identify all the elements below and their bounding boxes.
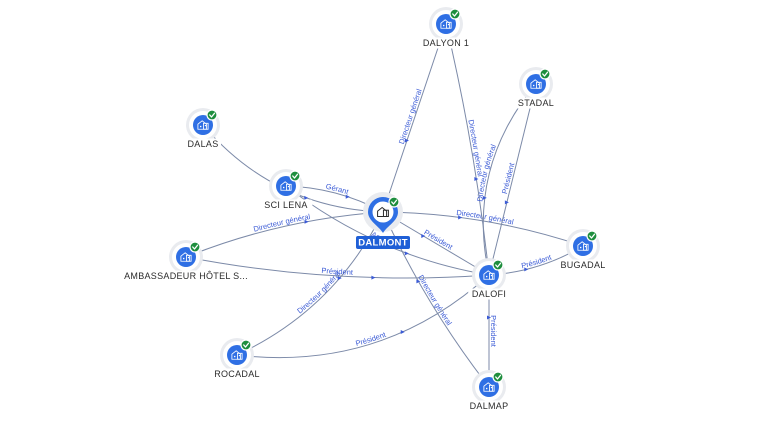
edge-dalofi-ambassadeur bbox=[185, 256, 490, 279]
edge-label: Président bbox=[422, 228, 455, 252]
edge-label-guide bbox=[446, 24, 489, 275]
verified-check-icon bbox=[539, 68, 551, 80]
edge-arrow bbox=[416, 279, 421, 284]
edge-label-text: Président bbox=[520, 252, 553, 270]
verified-check-icon bbox=[449, 8, 461, 20]
building-icon bbox=[377, 206, 389, 217]
node-label-bg bbox=[120, 270, 252, 282]
edge-arrow bbox=[474, 177, 479, 182]
edge-arrow bbox=[404, 251, 409, 256]
edge-arrow bbox=[400, 329, 405, 334]
edge-label: Directeur général bbox=[397, 88, 424, 146]
node-label: STADAL bbox=[518, 98, 554, 108]
nodes-layer: DALYON 1 STADAL DALAS SCI LENA AMBASSADEUR H… bbox=[120, 7, 607, 412]
edge-dalmont-bugadal bbox=[382, 211, 584, 247]
building-icon bbox=[231, 350, 243, 360]
edge-dalofi-dalyon1 bbox=[445, 23, 490, 276]
node-scilena[interactable]: SCI LENA bbox=[259, 169, 313, 211]
building-icon bbox=[577, 241, 589, 251]
edge-label-text: Directeur général bbox=[397, 88, 424, 146]
building-icon bbox=[530, 79, 542, 89]
edge-label-text: Président bbox=[422, 228, 455, 252]
node-label-bg bbox=[185, 138, 221, 150]
building-icon bbox=[197, 120, 209, 130]
node-label: DALMAP bbox=[470, 401, 509, 411]
node-label-bg bbox=[419, 37, 473, 49]
edge-dalofi-stadal bbox=[488, 83, 537, 276]
edge-arrow bbox=[304, 219, 309, 224]
center-label-bg bbox=[356, 236, 410, 249]
edge-label: Président bbox=[355, 330, 388, 348]
node-label: ROCADAL bbox=[214, 369, 260, 379]
node-label: DALAS bbox=[187, 139, 218, 149]
edge-dalofi-rocadal bbox=[236, 274, 490, 359]
node-label-bg bbox=[468, 288, 510, 300]
building-icon bbox=[483, 270, 495, 280]
building-icon bbox=[440, 19, 452, 29]
node-label: DALOFI bbox=[472, 289, 506, 299]
edge-label-text: Président bbox=[489, 315, 498, 348]
edge-arrow bbox=[421, 233, 426, 238]
edge-arrow bbox=[404, 138, 409, 143]
edge-label: Directeur général bbox=[416, 273, 454, 327]
edge-label: Président bbox=[489, 315, 498, 348]
edge-arrow bbox=[487, 315, 491, 320]
node-bugadal[interactable]: BUGADAL bbox=[559, 229, 607, 271]
node-label-bg bbox=[559, 259, 607, 271]
node-label: SCI LENA bbox=[264, 200, 307, 210]
node-label-bg bbox=[259, 199, 313, 211]
edge-arrow bbox=[371, 275, 376, 280]
edge-label-text: Directeur général bbox=[416, 273, 454, 327]
node-dalofi[interactable]: DALOFI bbox=[468, 258, 510, 300]
building-icon bbox=[280, 181, 292, 191]
node-dalas[interactable]: DALAS bbox=[185, 108, 221, 150]
edge-label-text: Président bbox=[321, 266, 354, 277]
node-dalmont[interactable]: DALMONT bbox=[356, 192, 410, 249]
edge-label: Directeur général bbox=[456, 208, 515, 227]
node-stadal[interactable]: STADAL bbox=[515, 67, 557, 109]
edge-arrow bbox=[345, 194, 350, 199]
verified-check-icon bbox=[289, 170, 301, 182]
edge-arrow bbox=[304, 195, 309, 200]
edge-arrow bbox=[337, 276, 342, 281]
edge-label: Président bbox=[500, 161, 517, 195]
verified-check-icon bbox=[492, 259, 504, 271]
node-label-bg bbox=[515, 97, 557, 109]
edge-arrow bbox=[458, 215, 463, 220]
verified-check-icon bbox=[206, 109, 218, 121]
node-label: BUGADAL bbox=[560, 260, 605, 270]
node-dalyon1[interactable]: DALYON 1 bbox=[419, 7, 473, 49]
edge-dalmont-dalyon1 bbox=[382, 23, 447, 213]
edge-arrow bbox=[504, 200, 509, 205]
edge-label: Président bbox=[520, 252, 553, 270]
node-dalmap[interactable]: DALMAP bbox=[468, 370, 510, 412]
node-ambassadeur[interactable]: AMBASSADEUR HÔTEL S... bbox=[120, 240, 252, 282]
verified-check-icon bbox=[189, 241, 201, 253]
edge-label: Président bbox=[321, 266, 354, 277]
verified-check-icon bbox=[586, 230, 598, 242]
edge-dalmont-rocadal bbox=[236, 211, 384, 356]
edge-label-text: Président bbox=[500, 161, 517, 195]
edge-dalmont-ambassadeur bbox=[185, 211, 384, 258]
node-label-bg bbox=[468, 400, 510, 412]
verified-check-icon bbox=[240, 339, 252, 351]
edge-label-text: Directeur général bbox=[456, 208, 515, 227]
center-node-label: DALMONT bbox=[358, 238, 408, 249]
edge-label-text: Gérant bbox=[325, 182, 351, 197]
building-icon bbox=[483, 382, 495, 392]
edge-arrow bbox=[482, 195, 487, 200]
verified-check-icon bbox=[492, 371, 504, 383]
node-label: DALYON 1 bbox=[423, 38, 469, 48]
node-label: AMBASSADEUR HÔTEL S... bbox=[124, 271, 248, 281]
node-rocadal[interactable]: ROCADAL bbox=[213, 338, 261, 380]
edge-arrow bbox=[524, 267, 529, 272]
edge-dalmont-dalmap bbox=[382, 211, 490, 388]
edge-label-text: Président bbox=[355, 330, 388, 348]
verified-check-icon bbox=[388, 196, 400, 208]
building-icon bbox=[180, 252, 192, 262]
node-label-bg bbox=[213, 368, 261, 380]
edge-label: Gérant bbox=[325, 182, 351, 197]
